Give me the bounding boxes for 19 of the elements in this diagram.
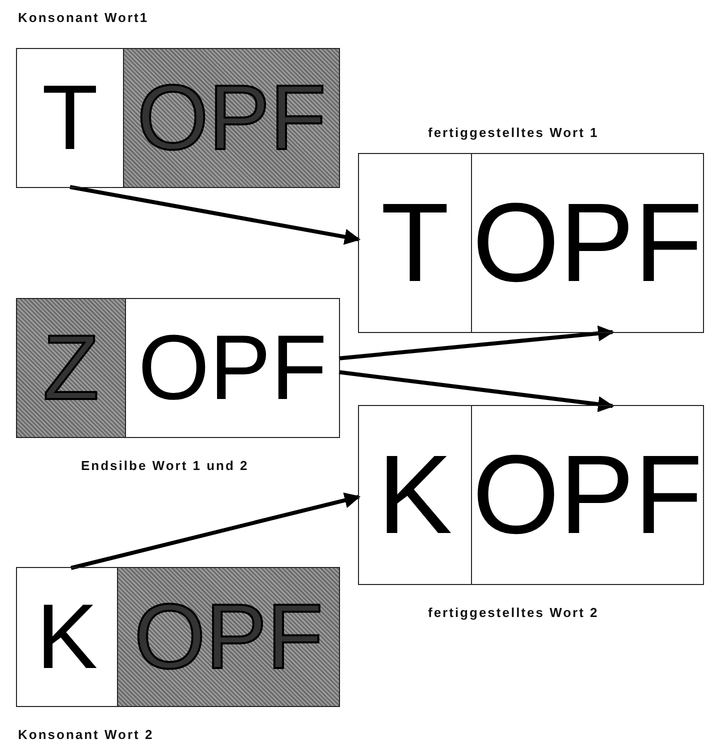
hatched-cell: OPF xyxy=(117,568,339,706)
box-heading: fertiggestelltes Wort 2 xyxy=(428,605,599,620)
letter-cell: K xyxy=(359,406,471,584)
box-heading: Konsonant Wort1 xyxy=(18,10,149,25)
arrow xyxy=(70,492,361,570)
box-heading: Endsilbe Wort 1 und 2 xyxy=(81,458,249,473)
hatched-cell: Z xyxy=(17,299,125,437)
arrow xyxy=(338,370,614,412)
letter-cell: T xyxy=(359,154,471,332)
letter-cell: K xyxy=(17,568,117,706)
letter-cell: OPF xyxy=(125,299,339,437)
letter-cell: OPF xyxy=(471,406,703,584)
arrow xyxy=(70,185,361,245)
box-heading: fertiggestelltes Wort 1 xyxy=(428,125,599,140)
arrow xyxy=(338,325,614,360)
letter-cell: T xyxy=(17,49,123,187)
letter-cell: OPF xyxy=(471,154,703,332)
box-heading: Konsonant Wort 2 xyxy=(18,727,154,742)
hatched-cell: OPF xyxy=(123,49,339,187)
